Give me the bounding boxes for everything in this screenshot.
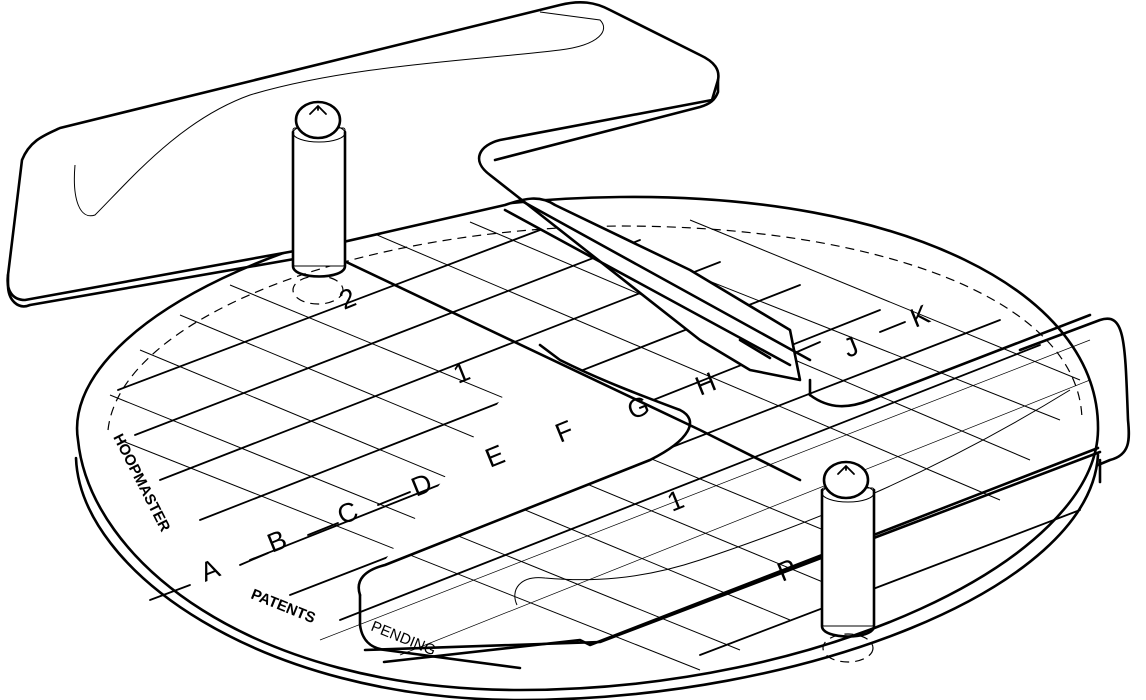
column-label-1: 1 [449,356,474,389]
letter-scale: A B C D E F G H J K [196,299,934,588]
column-label-1-lower: 1 [663,484,688,517]
row-label-h: H [691,366,720,401]
upper-clamp-arm [6,0,812,482]
row-label-j: J [839,331,863,364]
alignment-pin-left [291,100,347,305]
lower-clamp-arm [357,313,1131,670]
patents-label: PATENTS [249,586,318,627]
alignment-pin-right [820,460,876,663]
brand-hoopmaster: HOOPMASTER [109,431,173,535]
row-label-k: K [906,299,934,334]
row-label-a: A [196,553,224,588]
edge-mark-p: P [773,553,801,588]
